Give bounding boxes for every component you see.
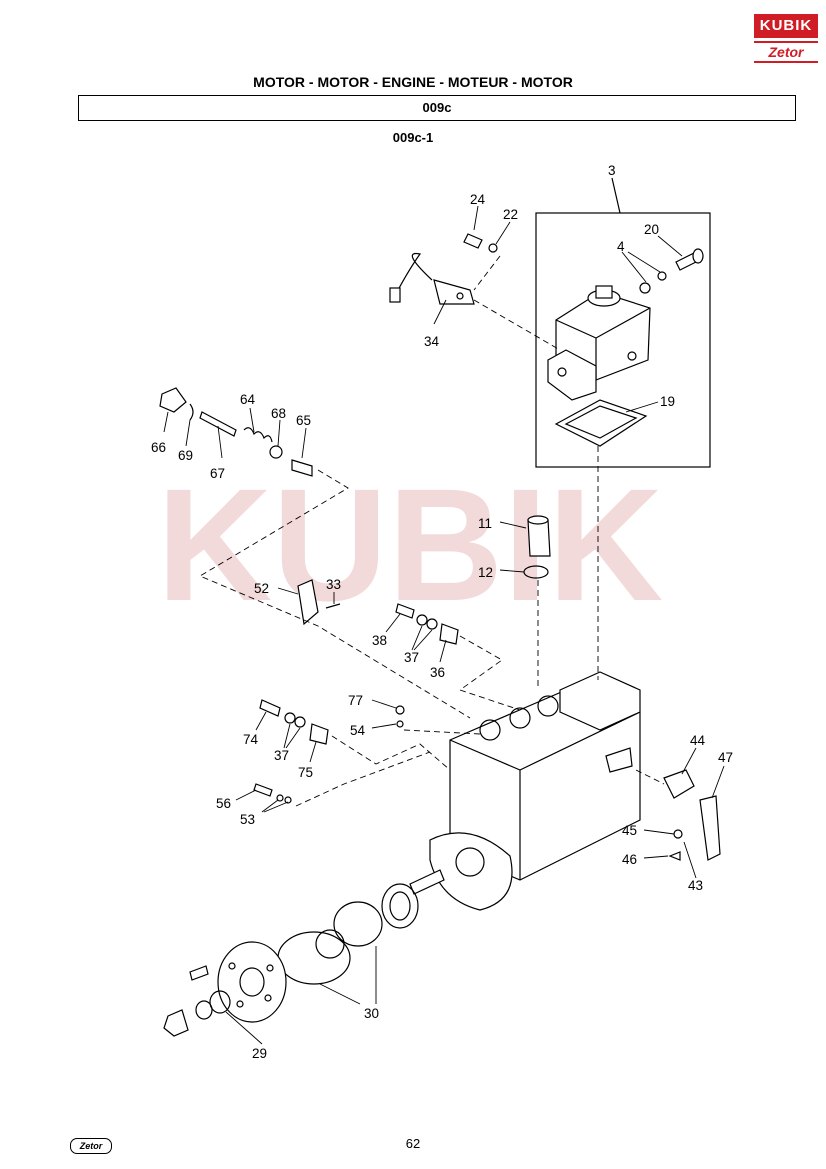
callout-43: 43 — [688, 878, 703, 893]
callout-77: 77 — [348, 693, 363, 708]
callout-22: 22 — [503, 207, 518, 222]
callout-11: 11 — [478, 516, 492, 531]
callout-54: 54 — [350, 723, 366, 738]
callout-74: 74 — [243, 732, 259, 747]
callout-4: 4 — [617, 239, 625, 254]
callout-69: 69 — [178, 448, 193, 463]
callout-19: 19 — [660, 394, 675, 409]
callout-20: 20 — [644, 222, 659, 237]
callout-65: 65 — [296, 413, 311, 428]
callout-56: 56 — [216, 796, 231, 811]
footer-zetor-logo: Zetor — [70, 1138, 112, 1154]
kubik-zetor-logo: KUBIK Zetor — [754, 14, 818, 66]
callout-66: 66 — [151, 440, 166, 455]
gasket — [554, 399, 648, 447]
callout-38: 38 — [372, 633, 387, 648]
logo-zetor-text: Zetor — [754, 41, 818, 63]
callout-36: 36 — [430, 665, 445, 680]
callout-75: 75 — [298, 765, 313, 780]
callout-labels: 3 24 22 20 4 34 19 66 69 64 67 68 65 11 … — [151, 163, 733, 1061]
bolt-20 — [675, 248, 704, 271]
callout-37-a: 37 — [404, 650, 419, 665]
logo-kubik-text: KUBIK — [754, 14, 818, 38]
page-number: 62 — [405, 1136, 421, 1151]
callout-33: 33 — [326, 577, 341, 592]
callout-29: 29 — [252, 1046, 267, 1061]
callout-52: 52 — [254, 581, 269, 596]
callout-64: 64 — [240, 392, 256, 407]
callout-37-b: 37 — [274, 748, 289, 763]
page-title: MOTOR - MOTOR - ENGINE - MOTEUR - MOTOR — [253, 74, 573, 90]
callout-46: 46 — [622, 852, 637, 867]
callout-3: 3 — [608, 163, 616, 178]
callout-44: 44 — [690, 733, 706, 748]
watermark-text: KUBIK — [157, 455, 664, 634]
callout-30: 30 — [364, 1006, 379, 1021]
callout-24: 24 — [470, 192, 486, 207]
callout-68: 68 — [271, 406, 286, 421]
section-code: 009c — [78, 95, 796, 121]
assembly-box — [535, 212, 711, 468]
callout-12: 12 — [478, 565, 493, 580]
gear-29 — [217, 941, 287, 1023]
callout-45: 45 — [622, 823, 637, 838]
callout-67: 67 — [210, 466, 225, 481]
governor-cover — [547, 285, 651, 401]
callout-53: 53 — [240, 812, 255, 827]
figure-id: 009c-1 — [392, 130, 434, 145]
injection-pump-body — [409, 671, 641, 911]
callout-34: 34 — [424, 334, 440, 349]
callout-47: 47 — [718, 750, 733, 765]
